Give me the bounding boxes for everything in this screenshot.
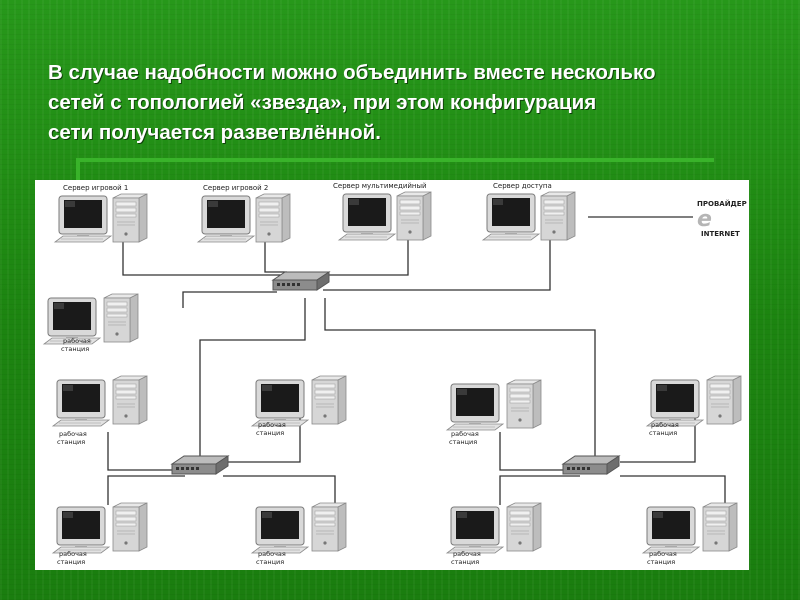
slide-title: В случае надобности можно объединить вме…	[48, 58, 768, 148]
workstation-8-label-b: станция	[451, 558, 479, 566]
workstation-6: рабочая станция	[447, 380, 541, 446]
server-1-label: Сервер игровой 1	[63, 184, 128, 192]
workstation-4-label-a: рабочая	[59, 550, 87, 558]
workstation-8-label-a: рабочая	[453, 550, 481, 558]
link-hub-left	[199, 298, 306, 465]
hub-left	[171, 455, 229, 475]
workstation-4-label-b: станция	[57, 558, 85, 566]
workstation-2: рабочая станция	[53, 376, 147, 446]
workstation-6-label-b: станция	[449, 438, 477, 446]
server-3-label: Сервер мультимедийный	[333, 182, 427, 190]
link-server-1	[122, 240, 300, 276]
link-right-ws-c	[499, 475, 580, 505]
workstation-2-label-b: станция	[57, 438, 85, 446]
title-line-2: сетей с топологией «звезда», при этом ко…	[48, 91, 597, 114]
link-server-3	[323, 238, 409, 276]
workstation-1-label-b: станция	[61, 345, 89, 353]
link-hub-right	[324, 298, 596, 465]
workstation-1: рабочая станция	[44, 294, 138, 353]
server-2-label: Сервер игровой 2	[203, 184, 268, 192]
title-line-1: В случае надобности можно объединить вме…	[48, 61, 656, 84]
server-1	[54, 193, 148, 243]
link-right-ws-b	[620, 418, 696, 463]
workstation-3-label-b: станция	[256, 429, 284, 437]
workstation-7: рабочая станция	[647, 376, 741, 437]
server-access-label: Сервер доступа	[493, 182, 552, 190]
link-ws-top-left	[182, 291, 277, 308]
link-left-ws-b	[223, 418, 301, 463]
workstation-9-label-a: рабочая	[649, 550, 677, 558]
workstation-6-label-a: рабочая	[451, 430, 479, 438]
workstation-3: рабочая станция	[252, 376, 346, 437]
internet-e-icon: e	[697, 207, 712, 232]
workstation-2-label-a: рабочая	[59, 430, 87, 438]
server-3	[338, 191, 432, 241]
link-server-access	[323, 238, 551, 291]
workstation-7-label-a: рабочая	[651, 421, 679, 429]
link-right-ws-a	[499, 432, 580, 471]
link-left-ws-a	[107, 432, 185, 471]
workstation-4: рабочая станция	[53, 503, 147, 566]
provider-label: ПРОВАЙДЕР	[697, 199, 747, 208]
hub-right	[562, 455, 620, 475]
workstation-5: рабочая станция	[252, 503, 346, 566]
link-left-ws-c	[107, 475, 185, 505]
link-right-ws-d	[620, 475, 726, 505]
network-diagram-svg: Сервер игровой 1 Сервер игровой 2 Сервер…	[35, 182, 747, 566]
workstation-5-label-a: рабочая	[258, 550, 286, 558]
accent-rule-horizontal	[76, 158, 714, 162]
workstation-3-label-a: рабочая	[258, 421, 286, 429]
hub-main	[272, 271, 330, 291]
workstation-9-label-b: станция	[647, 558, 675, 566]
workstation-1-label-a: рабочая	[63, 337, 91, 345]
workstation-5-label-b: станция	[256, 558, 284, 566]
server-2	[197, 193, 291, 243]
accent-rule-vertical	[76, 158, 80, 183]
workstation-7-label-b: станция	[649, 429, 677, 437]
server-access	[482, 191, 576, 241]
network-diagram: Сервер игровой 1 Сервер игровой 2 Сервер…	[35, 180, 749, 570]
workstation-8: рабочая станция	[447, 503, 541, 566]
provider-internet: ПРОВАЙДЕР e INTERNET	[697, 199, 747, 238]
workstation-9: рабочая станция	[643, 503, 737, 566]
network-links	[107, 216, 726, 505]
title-line-3: сети получается разветвлённой.	[48, 121, 381, 144]
link-left-ws-d	[223, 475, 336, 505]
link-server-2	[264, 238, 287, 273]
internet-label: INTERNET	[701, 230, 740, 238]
